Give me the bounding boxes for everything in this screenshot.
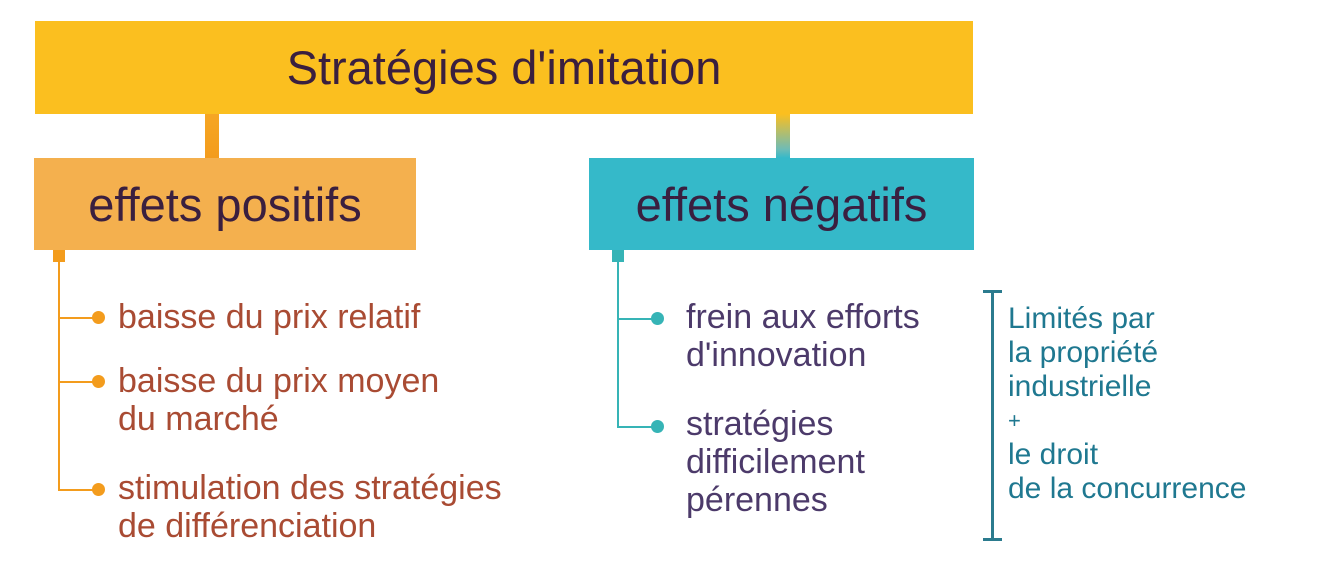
negative-tree-stem <box>617 250 619 427</box>
positive-effects-box: effets positifs <box>34 158 416 250</box>
positive-branch-line <box>58 317 98 319</box>
title-box: Stratégies d'imitation <box>35 21 973 114</box>
positive-item-2: baisse du prix moyen du marché <box>118 362 440 438</box>
diagram-title: Stratégies d'imitation <box>286 41 722 94</box>
positive-effects-heading: effets positifs <box>88 177 362 231</box>
positive-branch-line <box>58 489 98 491</box>
positive-item-1: baisse du prix relatif <box>118 298 421 336</box>
negative-effects-box: effets négatifs <box>589 158 974 250</box>
positive-branch-line <box>58 381 98 383</box>
bracket-bottom-cap <box>983 538 1002 541</box>
positive-tree-root-square <box>53 250 65 262</box>
bullet-dot-icon <box>92 375 105 388</box>
positive-item-3: stimulation des stratégies de différenci… <box>118 469 502 545</box>
bracket-top-cap <box>983 290 1002 293</box>
negative-item-2: stratégies difficilement pérennes <box>686 405 865 519</box>
bullet-dot-icon <box>92 483 105 496</box>
connector-negative <box>776 114 790 158</box>
connector-positive <box>205 114 219 158</box>
bullet-dot-icon <box>651 312 664 325</box>
plus-sign: + <box>1008 408 1021 433</box>
negative-tree-root-square <box>612 250 624 262</box>
negative-effects-heading: effets négatifs <box>635 177 928 231</box>
negative-branch-line <box>617 318 657 320</box>
bracket-line <box>991 290 994 541</box>
negative-branch-line <box>617 426 657 428</box>
bullet-dot-icon <box>651 420 664 433</box>
positive-tree-stem <box>58 250 60 490</box>
negative-item-1: frein aux efforts d'innovation <box>686 298 920 374</box>
bullet-dot-icon <box>92 311 105 324</box>
limitation-note: Limités par la propriété industrielle + … <box>1008 302 1247 505</box>
